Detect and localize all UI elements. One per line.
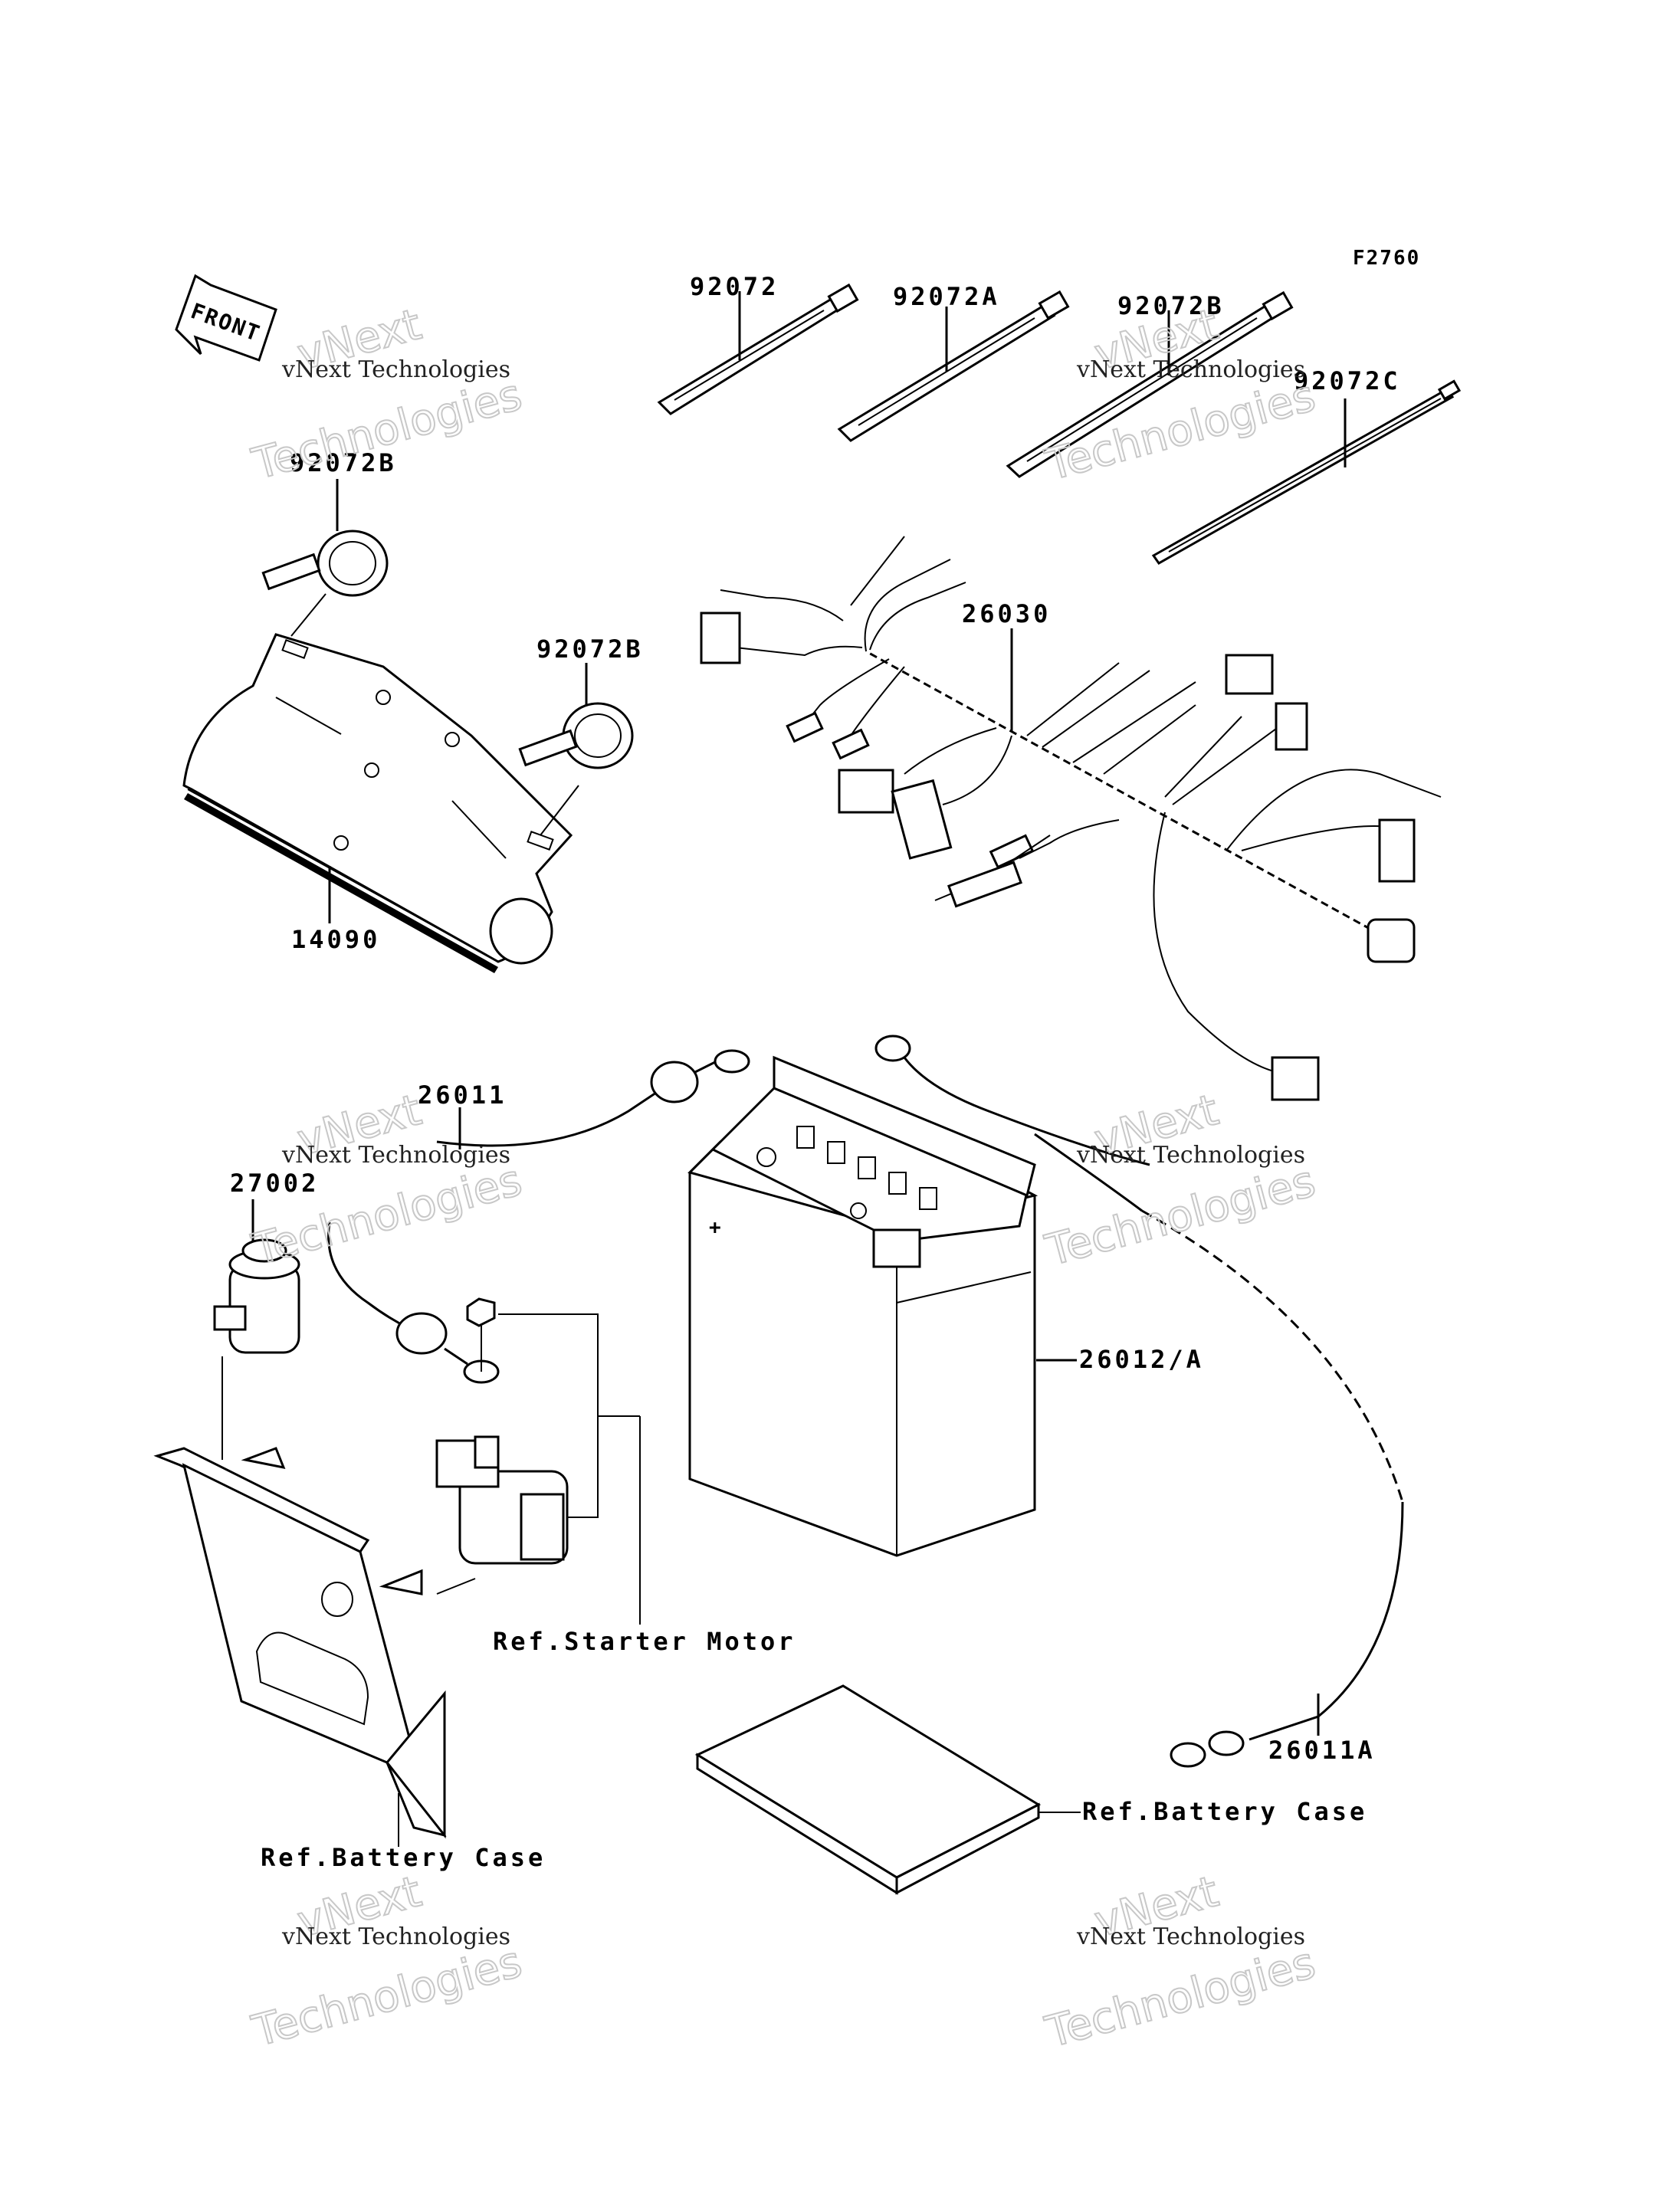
svg-text:Technologies: Technologies — [1040, 1156, 1320, 1276]
cable-tie-92072c — [1151, 379, 1462, 565]
label-14090: 14090 — [291, 925, 380, 954]
clamp-92072b-middle — [518, 663, 634, 769]
watermark-top-right: vNext Technologies vNext Technologies — [1039, 299, 1321, 491]
battery-case-pad-right — [694, 1684, 1081, 1895]
figure-code: F2760 — [1353, 247, 1420, 270]
svg-text:+: + — [709, 1216, 723, 1239]
label-92072a: 92072A — [893, 282, 1000, 311]
cable-tie-92072 — [657, 283, 859, 415]
label-92072: 92072 — [690, 272, 779, 301]
svg-text:vNext Technologies: vNext Technologies — [1076, 1142, 1305, 1169]
svg-text:vNext Technologies: vNext Technologies — [1076, 1923, 1305, 1950]
svg-text:vNext Technologies: vNext Technologies — [281, 1142, 510, 1169]
svg-text:Technologies: Technologies — [247, 1937, 527, 2057]
svg-text:vNext Technologies: vNext Technologies — [1076, 356, 1305, 383]
label-92072b-middle: 92072B — [536, 635, 644, 664]
cover-14090 — [182, 593, 579, 973]
label-26011a: 26011A — [1268, 1736, 1376, 1765]
battery-case-bracket-left — [153, 1356, 447, 1847]
front-arrow-icon: FRONT — [175, 274, 277, 362]
ref-starter-motor: Ref.Starter Motor — [493, 1627, 796, 1656]
label-26012a: 26012/A — [1079, 1345, 1204, 1374]
cable-tie-92072b — [1006, 290, 1294, 478]
cable-26011a — [874, 1035, 1404, 1768]
label-26030: 26030 — [962, 599, 1051, 628]
label-92072b-upper: 92072B — [290, 448, 397, 477]
starter-switch — [435, 1297, 641, 1625]
label-92072b-top: 92072B — [1117, 291, 1225, 320]
label-92072c: 92072C — [1294, 366, 1401, 395]
svg-text:vNext Technologies: vNext Technologies — [281, 1923, 510, 1950]
svg-text:Technologies: Technologies — [1040, 371, 1320, 490]
watermark-bottom-left: vNext Technologies vNext Technologies — [246, 1866, 527, 2058]
ref-battery-case-right: Ref.Battery Case — [1082, 1797, 1367, 1826]
svg-text:vNext Technologies: vNext Technologies — [281, 356, 510, 383]
label-26011: 26011 — [418, 1080, 507, 1110]
label-27002: 27002 — [230, 1169, 319, 1198]
cable-tie-92072a — [837, 290, 1070, 442]
starter-relay-27002 — [213, 1199, 300, 1354]
clamp-92072b-upper — [261, 479, 389, 597]
watermark-middle-right: vNext Technologies vNext Technologies — [1039, 1084, 1321, 1277]
watermark-bottom-right: vNext Technologies vNext Technologies — [1039, 1866, 1321, 2058]
svg-text:Technologies: Technologies — [1040, 1938, 1320, 2058]
wiring-harness-26030 — [700, 536, 1442, 1101]
cable-26011 — [327, 1049, 750, 1384]
battery-26012a: + — [687, 1055, 1077, 1557]
ref-battery-case-left: Ref.Battery Case — [261, 1843, 546, 1872]
